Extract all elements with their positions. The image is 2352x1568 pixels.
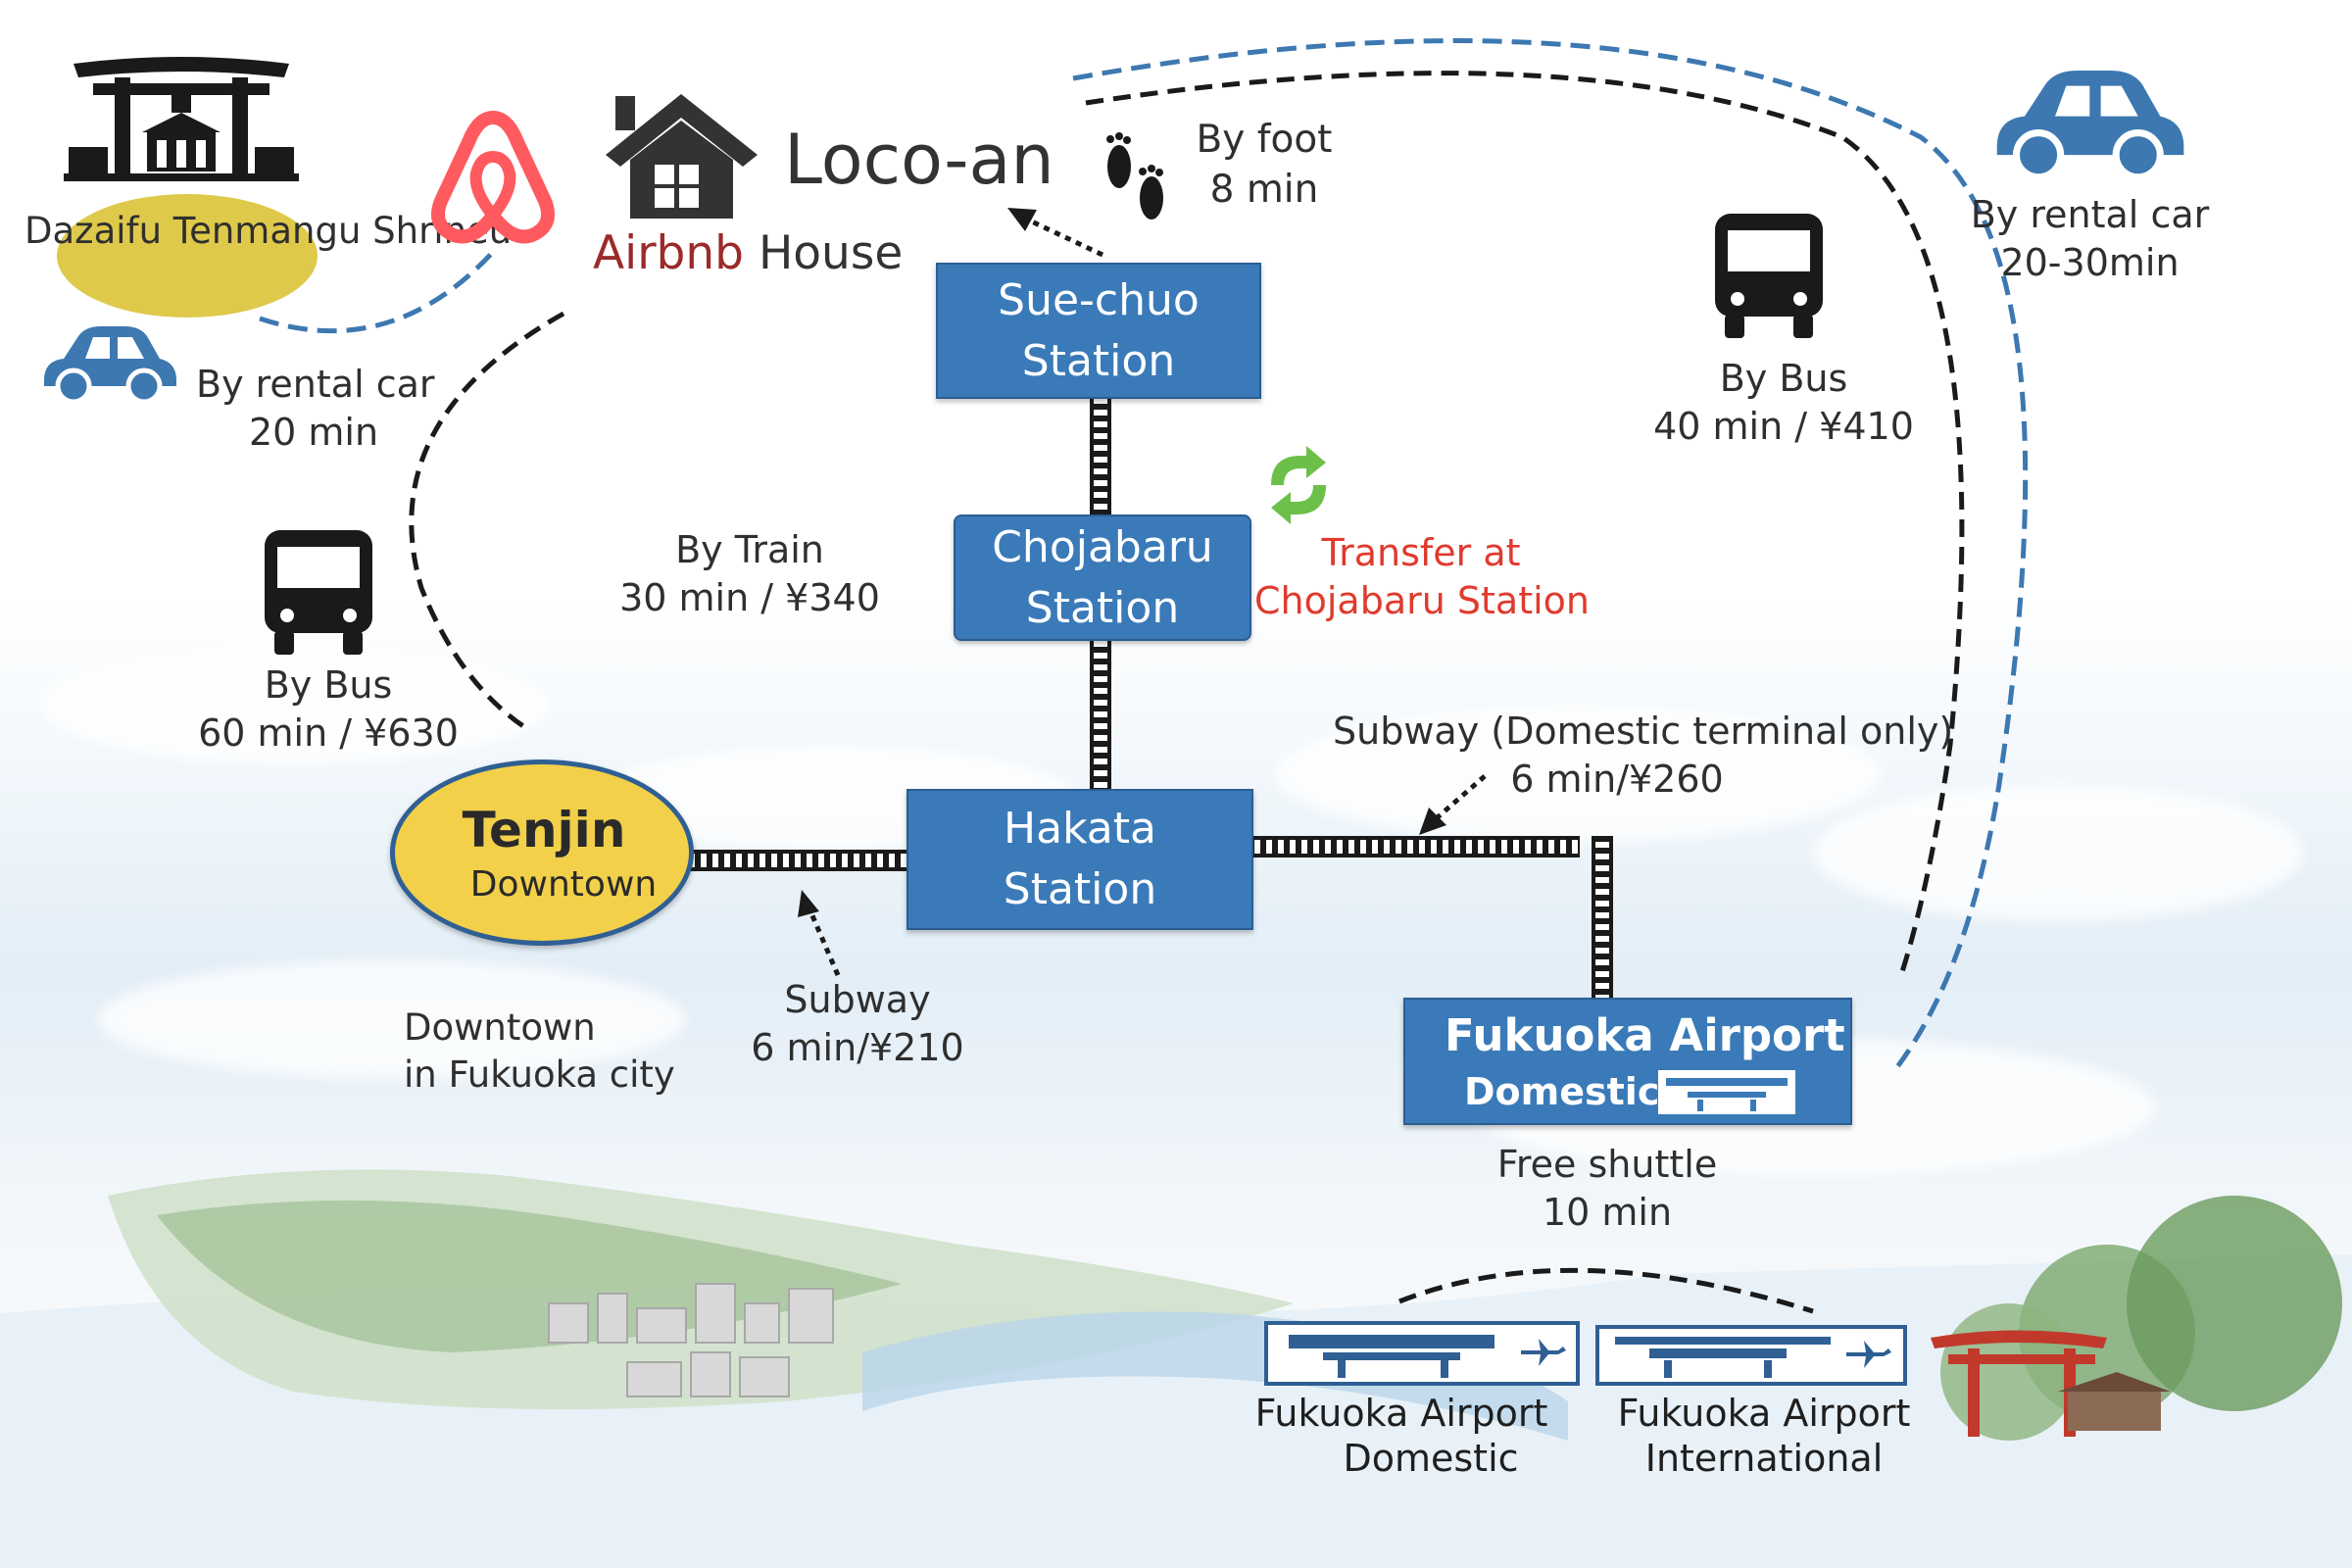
rental-car-dazaifu-line1: By rental car — [196, 363, 435, 406]
subway-domestic-line1: Subway (Domestic terminal only) — [1333, 710, 1954, 753]
shuttle-line2: 10 min — [1542, 1191, 1673, 1235]
footprints-icon — [1106, 132, 1163, 220]
subway-domestic-line2: 6 min/¥260 — [1510, 758, 1724, 802]
rental-car-dazaifu-line2: 20 min — [248, 411, 379, 455]
sue-chuo-station[interactable]: Sue-chuo Station — [936, 263, 1261, 399]
subway-domestic-label: Subway (Domestic terminal only) 6 min/¥2… — [1333, 708, 1953, 805]
subway-tenjin-label: Subway 6 min/¥210 — [745, 976, 970, 1073]
train-line1: By Train — [675, 528, 824, 571]
loco-an-title: Loco-an — [784, 120, 1054, 200]
downtown-note-line2: in Fukuoka city — [404, 1054, 675, 1097]
rental-car-dazaifu-label: By rental car 20 min — [196, 361, 435, 458]
bus-route-tenjin — [409, 311, 565, 733]
hakata-line2: Station — [1003, 864, 1157, 914]
tenjin-subtitle: Downtown — [469, 864, 658, 905]
transfer-line1: Transfer at — [1321, 531, 1521, 574]
hakata-station[interactable]: Hakata Station — [906, 789, 1253, 930]
shuttle-line1: Free shuttle — [1496, 1143, 1718, 1186]
domestic-terminal-line2: Domestic — [1343, 1436, 1519, 1480]
bus-icon — [1715, 214, 1823, 338]
downtown-note-line1: Downtown — [404, 1006, 596, 1049]
hakata-line1: Hakata — [1004, 804, 1156, 855]
tenjin-title: Tenjin — [462, 802, 626, 858]
rail-suechuo-chojabaru — [1090, 392, 1111, 514]
train-label: By Train 30 min / ¥340 — [617, 526, 882, 623]
domestic-terminal-label: Fukuoka Airport Domestic — [1235, 1392, 1568, 1481]
international-terminal-label: Fukuoka Airport International — [1612, 1392, 1916, 1481]
downtown-note: Downtown in Fukuoka city — [404, 1004, 675, 1099]
by-foot-line2: 8 min — [1209, 167, 1319, 212]
airbnb-word: Airbnb — [593, 226, 744, 280]
chojabaru-station[interactable]: Chojabaru Station — [954, 514, 1251, 641]
rail-tenjin-hakata — [683, 850, 916, 871]
bus-route-airport — [1085, 71, 1965, 976]
shrine-gate-icon — [1931, 1330, 2171, 1437]
subway-tenjin-line2: 6 min/¥210 — [751, 1026, 964, 1070]
rental-car-airport-line2: 20-30min — [2000, 241, 2180, 285]
rental-car-route-dazaifu — [259, 248, 497, 334]
by-foot-label: By foot 8 min — [1176, 116, 1352, 215]
dazaifu-ellipse — [57, 194, 318, 318]
terminal-building-icon — [1658, 1070, 1795, 1114]
bus-airport-label: By Bus 40 min / ¥410 — [1646, 355, 1921, 452]
rail-airport-vertical — [1592, 836, 1613, 998]
sue-chuo-line1: Sue-chuo — [998, 274, 1200, 325]
airport-box-line1: Fukuoka Airport — [1445, 1008, 1845, 1061]
rental-car-airport-label: By rental car 20-30min — [1960, 191, 2220, 288]
car-icon — [1996, 71, 2184, 181]
shuttle-label: Free shuttle 10 min — [1490, 1141, 1725, 1238]
bus-icon — [265, 530, 372, 655]
transfer-line2: Chojabaru Station — [1254, 579, 1590, 623]
tenjin-downtown-node[interactable] — [390, 760, 694, 946]
house-icon — [606, 94, 758, 219]
car-icon — [44, 326, 176, 405]
domestic-terminal-icon — [1264, 1321, 1580, 1386]
rental-car-airport-line1: By rental car — [1970, 193, 2210, 236]
bus-airport-line1: By Bus — [1719, 357, 1848, 400]
transfer-label: Transfer at Chojabaru Station — [1254, 529, 1590, 626]
international-terminal-line2: International — [1644, 1436, 1884, 1480]
chojabaru-line2: Station — [1025, 582, 1180, 633]
domestic-terminal-line1: Fukuoka Airport — [1254, 1392, 1548, 1435]
airport-box-line2: Domestic — [1464, 1069, 1660, 1113]
bus-tenjin-line1: By Bus — [264, 663, 393, 707]
dazaifu-label: Dazaifu Tenmangu Shrineu — [24, 210, 513, 252]
torii-gate-icon — [64, 57, 299, 181]
airbnb-logo-icon — [431, 111, 555, 244]
train-line2: 30 min / ¥340 — [619, 576, 880, 620]
subway-tenjin-line1: Subway — [784, 978, 931, 1021]
rail-chojabaru-hakata — [1090, 635, 1111, 792]
rental-car-route-airport — [1072, 38, 2029, 1070]
airbnb-house-label: Airbnb House — [593, 223, 903, 283]
by-foot-line1: By foot — [1196, 118, 1333, 162]
sue-chuo-line2: Station — [1021, 335, 1176, 386]
shuttle-route — [1398, 1267, 1814, 1314]
chojabaru-line1: Chojabaru — [992, 521, 1213, 572]
bus-tenjin-line2: 60 min / ¥630 — [198, 711, 459, 756]
house-word: House — [758, 226, 904, 280]
international-terminal-line1: Fukuoka Airport — [1617, 1392, 1911, 1435]
international-terminal-icon — [1595, 1325, 1907, 1386]
rail-hakata-airport — [1237, 836, 1580, 858]
bus-airport-line2: 40 min / ¥410 — [1653, 405, 1914, 449]
fukuoka-airport-domestic-station[interactable]: Fukuoka Airport Domestic — [1403, 998, 1852, 1125]
bus-tenjin-label: By Bus 60 min / ¥630 — [196, 662, 461, 759]
transfer-arrows-icon — [1271, 446, 1326, 524]
